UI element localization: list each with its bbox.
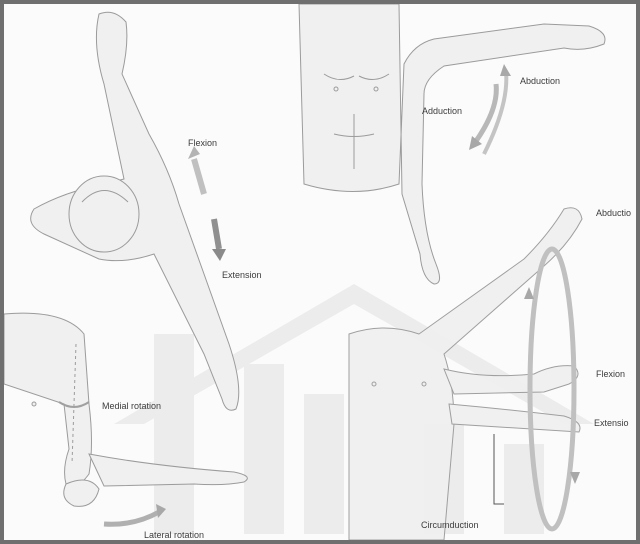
label-adduction: Adduction bbox=[422, 106, 462, 117]
label-abduction-top: Abduction bbox=[520, 76, 560, 87]
label-lateral-rotation: Lateral rotation bbox=[144, 530, 204, 541]
label-circumduction: Circumduction bbox=[421, 520, 479, 531]
abduction-adduction-arrows bbox=[469, 64, 511, 154]
label-flexion-right: Flexion bbox=[596, 369, 625, 380]
label-flexion-left: Flexion bbox=[188, 138, 217, 149]
label-extension-left: Extension bbox=[222, 270, 262, 281]
label-medial-rotation: Medial rotation bbox=[102, 401, 161, 412]
label-extension-right: Extensio bbox=[594, 418, 629, 429]
label-abduction-right: Abductio bbox=[596, 208, 631, 219]
